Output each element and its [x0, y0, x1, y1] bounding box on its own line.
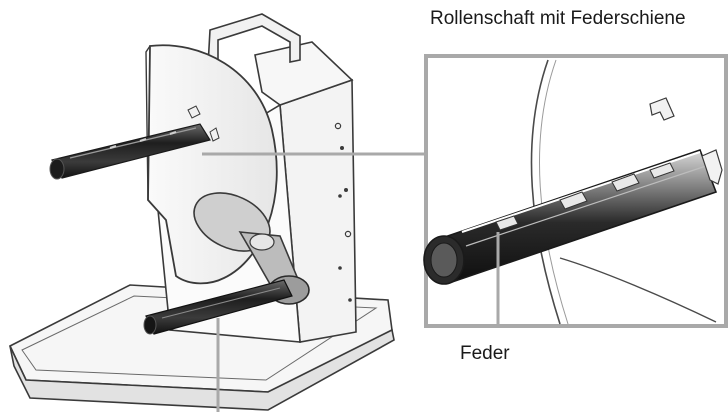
detail-callout — [423, 54, 728, 328]
upper-shaft — [49, 105, 220, 180]
callout-title-label: Rollenschaft mit Federschiene — [430, 8, 686, 29]
lower-shaft — [143, 279, 293, 335]
spring-label: Feder — [460, 343, 510, 364]
